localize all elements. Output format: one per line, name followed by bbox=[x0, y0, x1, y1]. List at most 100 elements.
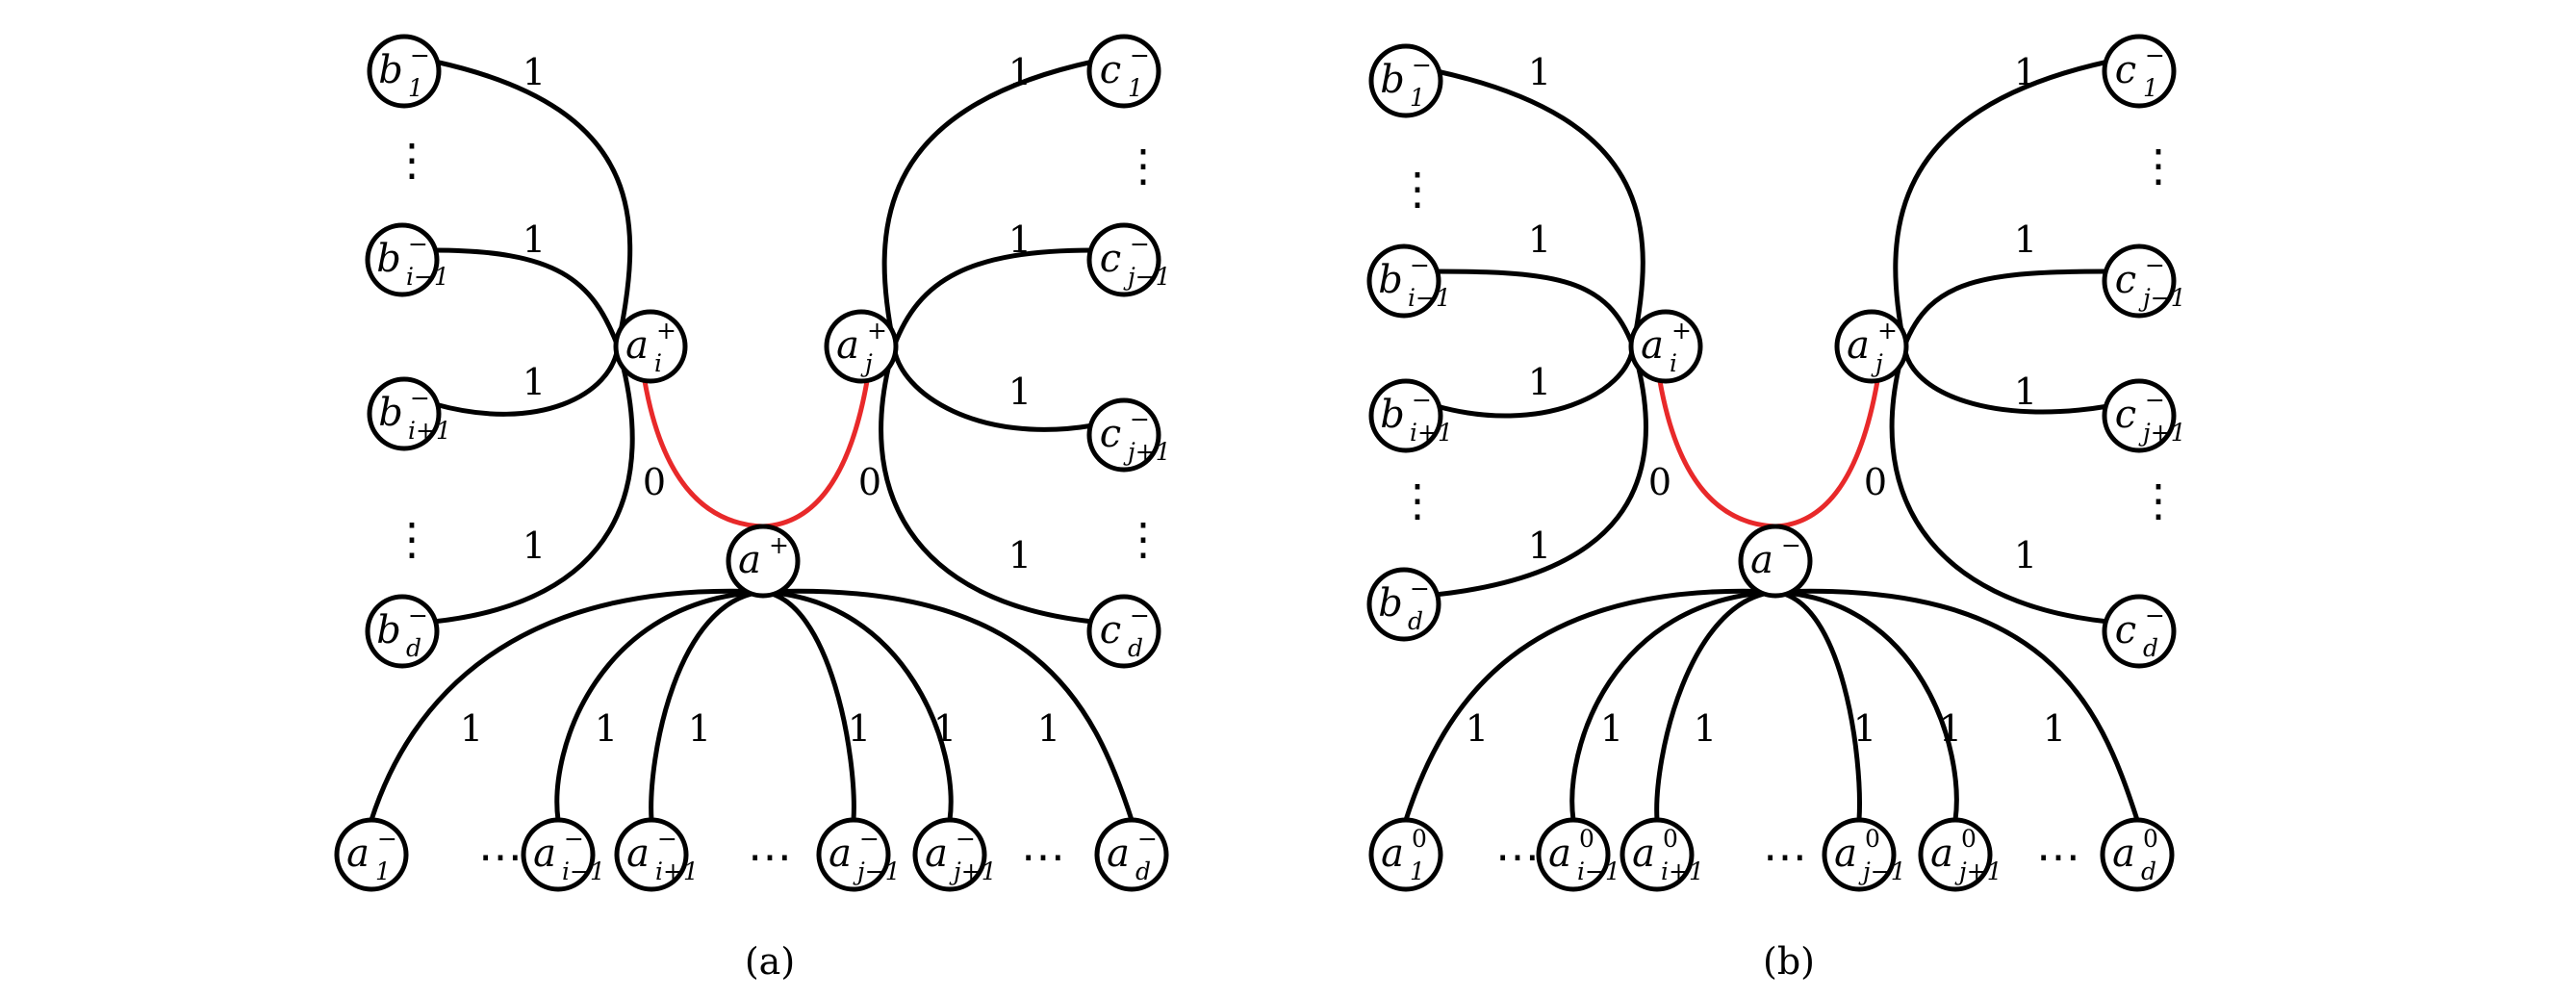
weight-label-red-edge: 0 bbox=[1864, 461, 1887, 503]
svg-text:c: c bbox=[2115, 48, 2136, 92]
ellipses: ⋮⋮⋮⋮⋯⋯⋯ bbox=[1395, 140, 2181, 883]
node-circle bbox=[1086, 222, 1161, 297]
weight-label: 1 bbox=[523, 361, 546, 403]
edge-center-to-bottom bbox=[369, 588, 764, 821]
node-superscript: + bbox=[656, 317, 676, 345]
weight-label: 1 bbox=[2014, 218, 2037, 261]
svg-text:a: a bbox=[836, 323, 859, 368]
weight-label: 1 bbox=[1528, 51, 1551, 93]
edge-c-to-hub-j bbox=[1901, 269, 2109, 347]
edge-c-to-hub-j bbox=[879, 345, 1094, 625]
node-circle bbox=[1368, 378, 1443, 453]
vertical-ellipsis: ⋮ bbox=[1121, 140, 1165, 192]
weight-label: 1 bbox=[1008, 534, 1032, 576]
node-subscript: d bbox=[1408, 607, 1423, 635]
node-hub-i: a+i bbox=[1628, 309, 1703, 384]
node-superscript: + bbox=[769, 531, 789, 559]
weight-label: 1 bbox=[848, 707, 871, 750]
edge-center-to-bottom bbox=[762, 589, 856, 821]
node-circle bbox=[912, 817, 987, 892]
node-superscript: − bbox=[1781, 531, 1801, 559]
edge-center-to-bottom bbox=[649, 589, 764, 821]
weight-label: 1 bbox=[1528, 218, 1551, 261]
svg-text:b: b bbox=[378, 391, 403, 435]
weight-label: 1 bbox=[1694, 707, 1717, 750]
node-base-letter: a bbox=[1834, 832, 1857, 876]
node-circle bbox=[613, 309, 688, 384]
weight-label: 1 bbox=[688, 707, 711, 750]
node-subscript: j+1 bbox=[949, 857, 997, 885]
node-b: b−1 bbox=[1368, 43, 1443, 118]
svg-text:a: a bbox=[533, 832, 556, 876]
edge-center-to-bottom bbox=[1774, 589, 1862, 821]
node-base-letter: a bbox=[346, 832, 370, 876]
node-superscript: − bbox=[408, 601, 428, 629]
edge-c-to-hub-j bbox=[1893, 59, 2109, 347]
node-base-letter: c bbox=[2115, 608, 2136, 653]
weight-label: 1 bbox=[2014, 371, 2037, 413]
horizontal-ellipsis: ⋯ bbox=[748, 831, 792, 883]
svg-text:b: b bbox=[1380, 58, 1405, 102]
vertical-ellipsis: ⋮ bbox=[2136, 474, 2181, 526]
node-b: b−i−1 bbox=[1366, 243, 1451, 319]
node-base-letter: a bbox=[829, 832, 852, 876]
node-base-letter: a bbox=[738, 538, 761, 582]
node-subscript: i+1 bbox=[408, 417, 451, 445]
node-circle bbox=[334, 817, 409, 892]
edge-center-to-bottom bbox=[1403, 588, 1776, 821]
svg-text:a: a bbox=[626, 832, 650, 876]
node-bottom: a−d bbox=[1094, 817, 1169, 892]
node-circle bbox=[1536, 817, 1611, 892]
node-base-letter: b bbox=[1380, 393, 1405, 437]
weight-label: 1 bbox=[1939, 707, 1962, 750]
node-base-letter: a bbox=[1750, 538, 1773, 582]
node-superscript: 0 bbox=[1412, 825, 1427, 853]
svg-text:b: b bbox=[376, 608, 401, 653]
node-superscript: − bbox=[1412, 51, 1432, 79]
vertical-ellipsis: ⋮ bbox=[1121, 513, 1165, 565]
node-superscript: 0 bbox=[1579, 825, 1594, 853]
svg-text:a: a bbox=[1847, 323, 1870, 368]
node-center: a+ bbox=[726, 524, 801, 599]
node-subscript: 1 bbox=[1410, 857, 1425, 885]
node-subscript: i bbox=[654, 349, 662, 377]
node-circle bbox=[1368, 817, 1443, 892]
svg-text:a: a bbox=[1834, 832, 1857, 876]
node-bottom: a−i−1 bbox=[521, 817, 605, 892]
edge-c-to-hub-j bbox=[891, 345, 1094, 432]
weight-label-red-edge: 0 bbox=[858, 461, 881, 503]
node-subscript: 1 bbox=[408, 74, 423, 102]
node-circle bbox=[365, 594, 440, 669]
edge-b-to-hub-i bbox=[1434, 269, 1636, 347]
node-subscript: j−1 bbox=[1123, 263, 1171, 291]
node-base-letter: c bbox=[1100, 237, 1121, 281]
node-subscript: d bbox=[2141, 857, 2156, 885]
edge-center-to-bottom bbox=[1774, 589, 1959, 821]
node-base-letter: a bbox=[1381, 832, 1404, 876]
edge-b-to-hub-i bbox=[1436, 68, 1645, 347]
edge-center-to-bottom bbox=[1569, 589, 1776, 821]
panel-caption: (b) bbox=[1763, 940, 1815, 983]
node-hub-j: a+j bbox=[1834, 309, 1909, 384]
node-circle bbox=[367, 34, 442, 109]
svg-text:a: a bbox=[925, 832, 948, 876]
weight-label: 1 bbox=[1853, 707, 1876, 750]
node-b: b−1 bbox=[367, 34, 442, 109]
node-base-letter: a bbox=[1632, 832, 1655, 876]
edge-center-to-bottom bbox=[762, 589, 954, 821]
weight-label: 1 bbox=[1466, 707, 1489, 750]
red-edge bbox=[1657, 380, 1880, 529]
edge-center-to-bottom bbox=[1654, 589, 1776, 821]
node-superscript: + bbox=[1671, 317, 1692, 345]
node-subscript: d bbox=[406, 634, 421, 662]
node-circle bbox=[2102, 243, 2177, 319]
weight-label: 1 bbox=[595, 707, 618, 750]
node-base-letter: b bbox=[1380, 58, 1405, 102]
edge-c-to-hub-j bbox=[1901, 345, 2109, 415]
weight-label: 1 bbox=[1008, 218, 1032, 261]
node-subscript: j+1 bbox=[1954, 857, 2002, 885]
